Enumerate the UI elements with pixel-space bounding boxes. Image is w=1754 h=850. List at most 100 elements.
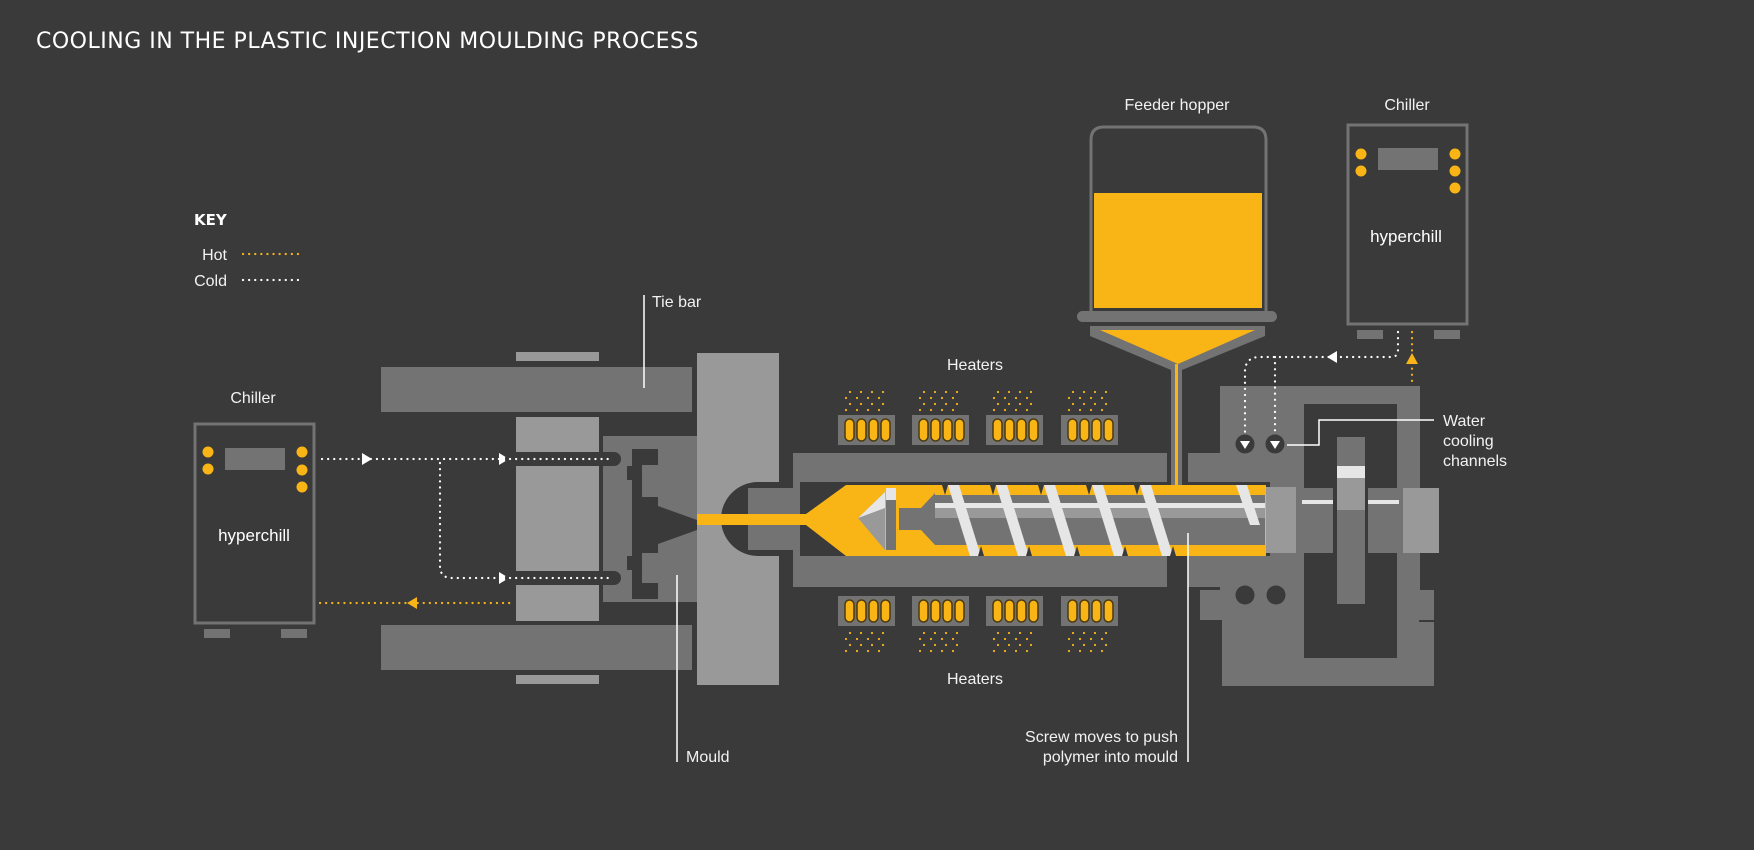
heat-dot <box>940 649 944 653</box>
heat-dot <box>918 408 922 412</box>
heat-dot <box>951 408 955 412</box>
heat-dot <box>870 631 874 635</box>
heat-dot <box>1093 631 1097 635</box>
heat-dot <box>1071 402 1075 406</box>
heat-dot <box>877 396 881 400</box>
cold-supply-line-bottom <box>438 461 618 580</box>
screw-label-line1: Screw moves to push <box>1025 729 1178 746</box>
heat-dot <box>951 637 955 641</box>
chiller-left-brand: hyperchill <box>218 526 290 545</box>
heat-dot <box>870 402 874 406</box>
heat-dot <box>918 649 922 653</box>
chiller-right-label: Chiller <box>1384 97 1430 114</box>
heat-dot <box>1078 649 1082 653</box>
cooling-channel-top <box>505 452 621 466</box>
heat-dot <box>859 631 863 635</box>
screw-flights <box>942 485 1260 556</box>
heat-dot <box>848 631 852 635</box>
drive-gear-main <box>1337 437 1365 604</box>
heat-dot <box>955 631 959 635</box>
heater-element <box>856 599 867 623</box>
heat-dot <box>933 631 937 635</box>
heater-element <box>930 418 941 442</box>
flight-shadow <box>1026 546 1032 556</box>
barrel-cooling-circuit <box>1235 330 1418 454</box>
heat-dot <box>996 402 1000 406</box>
screw-flight <box>1236 485 1260 525</box>
screw-flight <box>1140 485 1173 556</box>
heat-dot <box>1089 649 1093 653</box>
heat-dot <box>870 390 874 394</box>
heat-dot <box>1029 643 1033 647</box>
heat-dot <box>933 402 937 406</box>
heat-dot <box>1100 408 1104 412</box>
chiller-right: Chiller hyperchill <box>1346 97 1469 339</box>
bolt <box>1235 585 1255 605</box>
heat-dot <box>855 408 859 412</box>
heat-dot <box>955 402 959 406</box>
heater-element <box>1103 418 1114 442</box>
heater-element <box>1067 418 1078 442</box>
heater-element <box>930 599 941 623</box>
check-ring-highlight <box>886 488 896 500</box>
gear <box>1302 488 1333 553</box>
heater-element <box>1028 418 1039 442</box>
heat-dot <box>918 396 922 400</box>
heat-dot <box>922 390 926 394</box>
heat-dot <box>1104 631 1108 635</box>
heat-dot <box>881 631 885 635</box>
chiller-left-indicator <box>296 464 308 476</box>
heat-dot <box>996 390 1000 394</box>
diagram-title: COOLING IN THE PLASTIC INJECTION MOULDIN… <box>36 29 699 54</box>
heat-dot <box>955 390 959 394</box>
tie-bar-bracket <box>516 675 599 684</box>
heat-dot <box>1071 643 1075 647</box>
mould-label: Mould <box>686 749 730 766</box>
chiller-right-foot <box>1434 330 1460 339</box>
heat-dot <box>944 390 948 394</box>
heat-dot <box>1071 631 1075 635</box>
heat-dot <box>1018 390 1022 394</box>
heat-dot <box>944 402 948 406</box>
chiller-left-indicator <box>202 463 214 475</box>
heat-dot <box>1082 402 1086 406</box>
heaters-top-label: Heaters <box>947 357 1003 374</box>
heat-dot <box>1089 637 1093 641</box>
cold-flow-arrow <box>362 453 372 465</box>
heat-dot <box>933 390 937 394</box>
heat-dot <box>1007 643 1011 647</box>
bolt <box>1266 585 1286 605</box>
heat-dot <box>881 643 885 647</box>
heat-dot <box>1025 408 1029 412</box>
heat-dot <box>992 396 996 400</box>
heat-dot <box>929 408 933 412</box>
legend-cold-label: Cold <box>194 273 227 290</box>
heat-dot <box>1082 631 1086 635</box>
heat-dot <box>918 637 922 641</box>
heat-dot <box>933 643 937 647</box>
heat-dot <box>844 396 848 400</box>
heat-dot <box>866 396 870 400</box>
heat-dot <box>1067 637 1071 641</box>
heat-dot <box>844 637 848 641</box>
screw-neck <box>899 508 921 530</box>
heat-dot <box>1100 649 1104 653</box>
clamp-unit <box>381 352 800 685</box>
cold-flow-arrow <box>1327 351 1337 363</box>
screw-tip-highlight <box>858 492 885 518</box>
flight-shadow <box>1170 546 1176 556</box>
heat-dot <box>1014 408 1018 412</box>
cold-flow-arrow <box>1240 441 1250 449</box>
chiller-right-indicator <box>1355 165 1367 177</box>
heat-dot <box>1029 390 1033 394</box>
chiller-right-display <box>1378 148 1438 170</box>
heat-dot <box>1007 631 1011 635</box>
heater-element <box>868 599 879 623</box>
heat-dot <box>992 637 996 641</box>
heat-dot <box>1003 649 1007 653</box>
heater-element <box>954 418 965 442</box>
heater-element <box>954 599 965 623</box>
heat-dot <box>1018 402 1022 406</box>
heat-dot <box>848 402 852 406</box>
screw-flight <box>948 485 981 556</box>
